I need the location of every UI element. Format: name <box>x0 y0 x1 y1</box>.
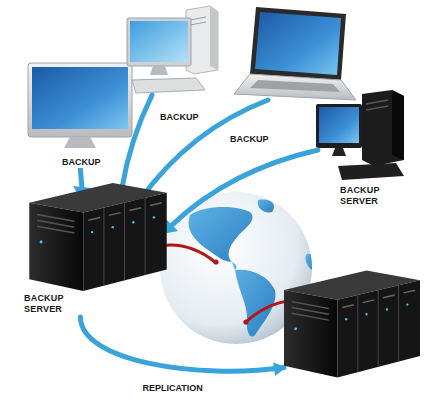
server-rack <box>284 271 420 378</box>
network-link <box>150 245 300 325</box>
desktop-top <box>127 6 218 93</box>
flow-label: BACKUP <box>60 157 103 168</box>
monitor-left <box>28 63 132 148</box>
flow-label: BACKUP <box>158 112 201 123</box>
server-label: BACKUP SERVER <box>340 185 392 207</box>
connector-line <box>80 317 284 371</box>
server-rack <box>29 183 166 291</box>
replication-connector <box>80 317 286 376</box>
connector-label: REPLICATION <box>141 383 205 394</box>
server-label: BACKUP SERVER <box>24 293 76 315</box>
laptop <box>234 7 356 100</box>
desktop-right <box>316 90 404 180</box>
server-illustration <box>284 265 420 383</box>
flow-label: BACKUP <box>228 134 271 145</box>
server-node: BACKUP SERVER <box>284 183 424 388</box>
server-node: BACKUP SERVER <box>22 183 168 317</box>
server-illustration <box>28 183 168 291</box>
